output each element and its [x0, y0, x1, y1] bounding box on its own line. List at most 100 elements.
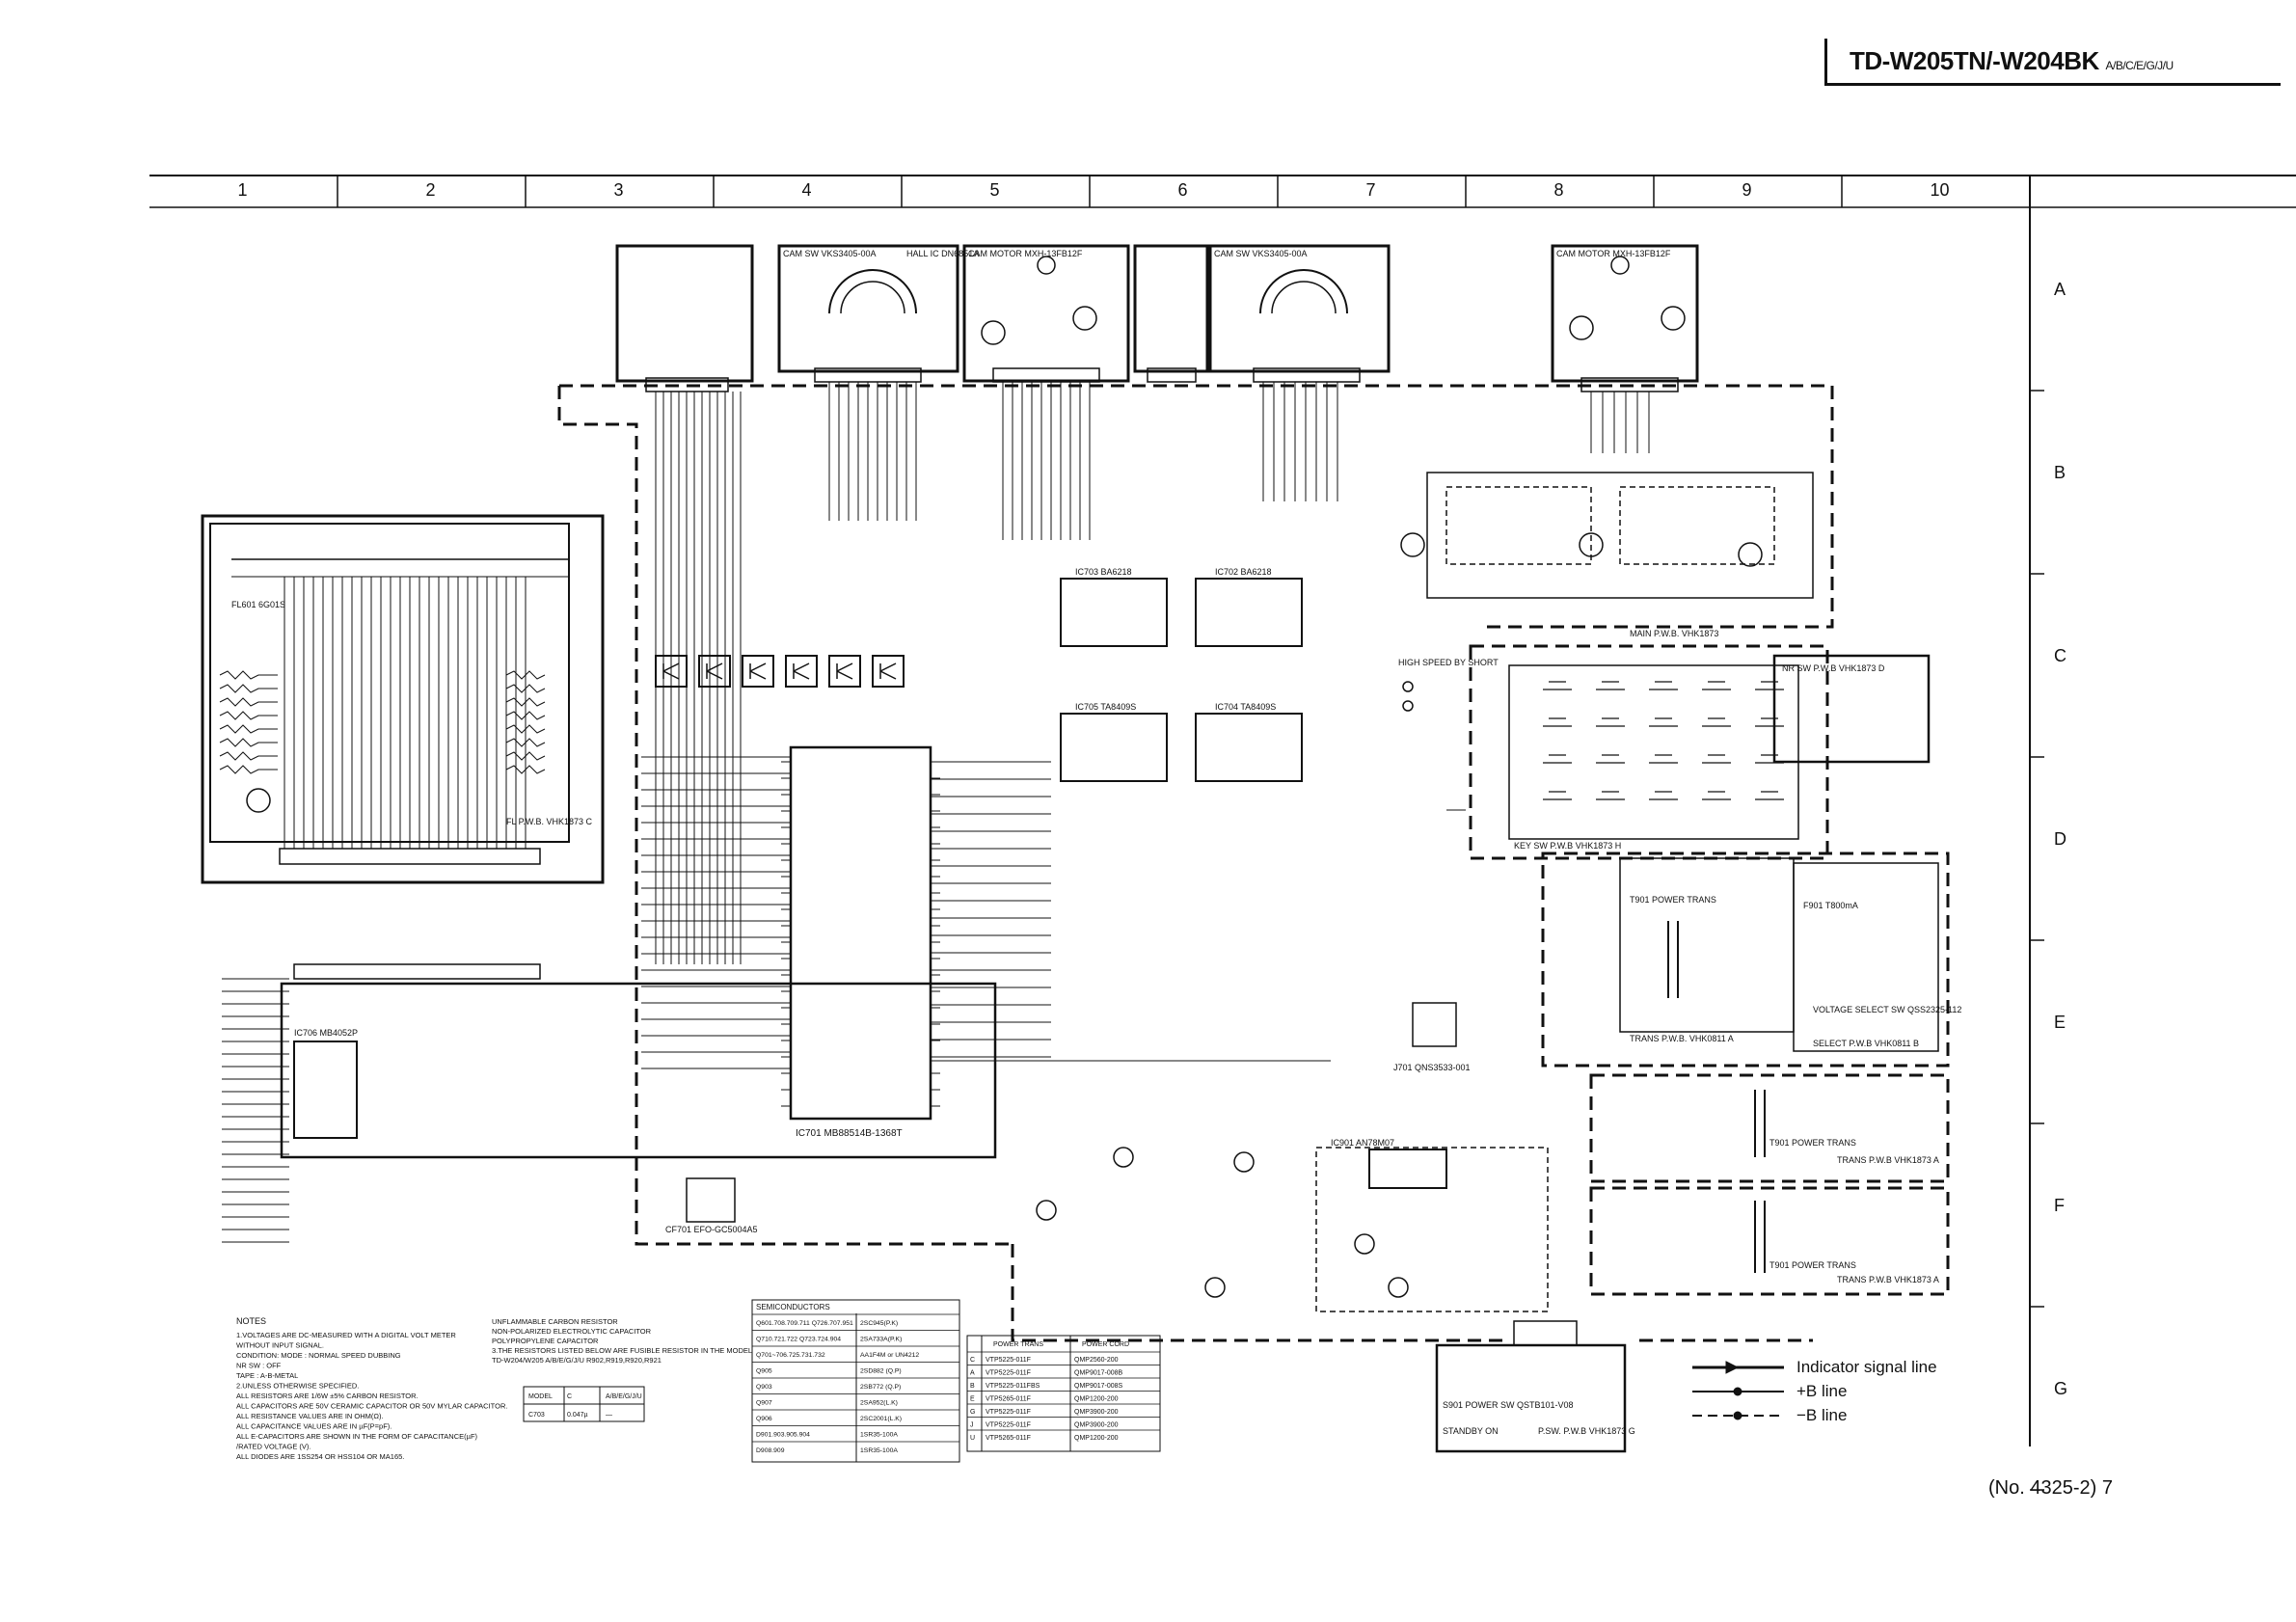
semiconductors-table: [751, 1299, 960, 1463]
note-line: ALL CAPACITORS ARE 50V CERAMIC CAPACITOR…: [236, 1402, 507, 1411]
power-table-model: C: [970, 1357, 975, 1364]
trans-pwb-e-label: TRANS P.W.B. VHK0811 A: [1630, 1034, 1734, 1043]
high-speed-label: HIGH SPEED BY SHORT: [1398, 658, 1499, 667]
model-table-cell: 0.047µ: [567, 1412, 588, 1419]
note-line: TAPE : A-B-METAL: [236, 1371, 298, 1380]
column-label-2: 2: [426, 180, 436, 200]
note-line: 2.UNLESS OTHERWISE SPECIFIED.: [236, 1382, 359, 1391]
ic706-label: IC706 MB4052P: [294, 1028, 358, 1038]
semiconductor-type: 1SR35-100A: [860, 1447, 898, 1454]
semiconductor-type: 1SR35-100A: [860, 1432, 898, 1439]
hall-ic-label: HALL IC DN6851A: [906, 249, 979, 258]
t901-f-label: T901 POWER TRANS: [1769, 1138, 1856, 1148]
column-label-9: 9: [1742, 180, 1752, 200]
coordinate-frame: [149, 175, 2296, 1491]
power-table-header: POWER CORD: [1082, 1341, 1129, 1348]
power-table: [966, 1335, 1161, 1452]
power-table-model: E: [970, 1396, 975, 1403]
fl601-label: FL601 6G01S: [231, 600, 285, 609]
power-table-trans: VTP5225-011F: [986, 1370, 1031, 1377]
power-table-cord: QMP1200-200: [1074, 1435, 1119, 1442]
cam-sw-b-label: CAM SW VKS3405-00A: [1214, 249, 1308, 258]
note-line: ALL RESISTORS ARE 1/6W ±5% CARBON RESIST…: [236, 1392, 419, 1400]
model-table-header: MODEL: [528, 1393, 553, 1400]
power-table-model: G: [970, 1409, 975, 1416]
page-reference: (No. 4325-2) 7: [1988, 1477, 2113, 1499]
semiconductor-rows: Q601.708.709.711 Q726.707.951 2SC945(P.K)…: [752, 1313, 959, 1454]
power-trans-e: [1541, 852, 1950, 1068]
semiconductor-type: 2SA952(L.K): [860, 1400, 898, 1407]
f901-label: F901 T800mA: [1803, 901, 1858, 910]
transistor-array: [655, 655, 905, 688]
row-label-G: G: [2054, 1379, 2067, 1398]
semiconductor-type: 2SD882 (Q.P): [860, 1368, 902, 1375]
power-table-model: J: [970, 1422, 974, 1429]
wiring-bus: [641, 382, 1650, 1069]
row-label-C: C: [2054, 646, 2066, 665]
voltage-select-label: VOLTAGE SELECT SW QSS2325-112: [1813, 1005, 1961, 1014]
note-symbol-line: 3.THE RESISTORS LISTED BELOW ARE FUSIBLE…: [492, 1346, 752, 1355]
semiconductor-part: D901.903.905.904: [756, 1432, 810, 1439]
note-line: 1.VOLTAGES ARE DC-MEASURED WITH A DIGITA…: [236, 1331, 456, 1339]
model-table-header: C: [567, 1393, 572, 1400]
ic901-label: IC901 AN78M07: [1331, 1138, 1394, 1148]
semiconductor-part: Q601.708.709.711 Q726.707.951: [756, 1320, 853, 1327]
power-trans-f: [1589, 1073, 1950, 1183]
power-trans-g-labels: T901 POWER TRANS TRANS P.W.B VHK1873 A: [1769, 1260, 1939, 1284]
cam-motor-a-label: CAM MOTOR MXH-13FB12F: [968, 249, 1083, 258]
trans-pwb-f-label: TRANS P.W.B VHK1873 A: [1837, 1155, 1939, 1165]
driver-ics: [1060, 578, 1303, 782]
semiconductors-heading: SEMICONDUCTORS: [756, 1303, 830, 1311]
ic702-label: IC702 BA6218: [1215, 567, 1272, 577]
power-table-trans: VTP5265-011F: [986, 1396, 1031, 1403]
legend-minus-b: −B line: [1796, 1406, 1847, 1424]
power-table-cord: QMP1200-200: [1074, 1396, 1119, 1403]
ic706-block: [293, 1041, 736, 1223]
power-trans-f-labels: T901 POWER TRANS TRANS P.W.B VHK1873 A: [1769, 1138, 1939, 1165]
note-line: NR SW : OFF: [236, 1362, 282, 1370]
note-symbol-line: UNFLAMMABLE CARBON RESISTOR: [492, 1317, 618, 1326]
semiconductor-part: Q903: [756, 1384, 772, 1391]
standby-label: STANDBY ON: [1443, 1426, 1499, 1436]
ic701-block: [781, 745, 940, 1121]
semiconductor-part: Q906: [756, 1416, 772, 1422]
model-table-cell: C703: [528, 1412, 545, 1419]
legend-indicator: Indicator signal line: [1796, 1358, 1937, 1376]
power-sw-pwb-label: P.SW. P.W.B VHK1873 G: [1538, 1426, 1635, 1436]
fl-pwb-labels: FL601 6G01S FL P.W.B. VHK1873 C: [231, 600, 593, 826]
column-label-10: 10: [1931, 180, 1950, 200]
t901-g-label: T901 POWER TRANS: [1769, 1260, 1856, 1270]
power-table-model: B: [970, 1383, 975, 1390]
semiconductor-type: 2SB772 (Q.P): [860, 1384, 901, 1391]
semiconductor-part: Q701~706.725.731.732: [756, 1352, 825, 1359]
notes-block: NOTES 1.VOLTAGES ARE DC-MEASURED WITH A …: [236, 1316, 752, 1461]
power-table-trans: VTP5265-011F: [986, 1435, 1031, 1442]
t901-e-label: T901 POWER TRANS: [1630, 895, 1716, 905]
semiconductor-type: 2SC945(P.K): [860, 1320, 898, 1327]
note-symbol-line: NON-POLARIZED ELECTROLYTIC CAPACITOR: [492, 1327, 652, 1336]
s901-label: S901 POWER SW QSTB101-V08: [1443, 1400, 1574, 1410]
j701-label: J701 QNS3533-001: [1393, 1063, 1471, 1072]
power-table-header: POWER TRANS: [993, 1341, 1043, 1348]
note-line: CONDITION: MODE : NORMAL SPEED DUBBING: [236, 1351, 401, 1360]
semiconductor-part: Q710.721.722 Q723.724.904: [756, 1337, 841, 1343]
power-sw-labels: S901 POWER SW QSTB101-V08 STANDBY ON P.S…: [1443, 1400, 1635, 1436]
note-line: ALL DIODES ARE 1SS254 OR HSS104 OR MA165…: [236, 1452, 404, 1461]
ic705-label: IC705 TA8409S: [1075, 702, 1136, 712]
power-table-trans: VTP5225-011FBS: [986, 1383, 1040, 1390]
note-line: ALL CAPACITANCE VALUES ARE IN µF(P=pF).: [236, 1422, 392, 1431]
left-signal-rails: [222, 978, 997, 1243]
legend-plus-b: +B line: [1796, 1382, 1847, 1400]
driver-ic-labels: IC703 BA6218 IC702 BA6218 IC705 TA8409S …: [1075, 567, 1276, 712]
note-line: ALL RESISTANCE VALUES ARE IN OHM(Ω).: [236, 1412, 384, 1420]
high-speed-terminals: [1402, 681, 1457, 1047]
fl-pwb-label: FL P.W.B. VHK1873 C: [506, 817, 593, 826]
row-label-B: B: [2054, 463, 2066, 482]
title-frame: [1824, 39, 2281, 86]
power-table-cord: QMP3900-200: [1074, 1422, 1119, 1429]
key-sw-pwb-label: KEY SW P.W.B VHK1873 H: [1514, 841, 1621, 851]
